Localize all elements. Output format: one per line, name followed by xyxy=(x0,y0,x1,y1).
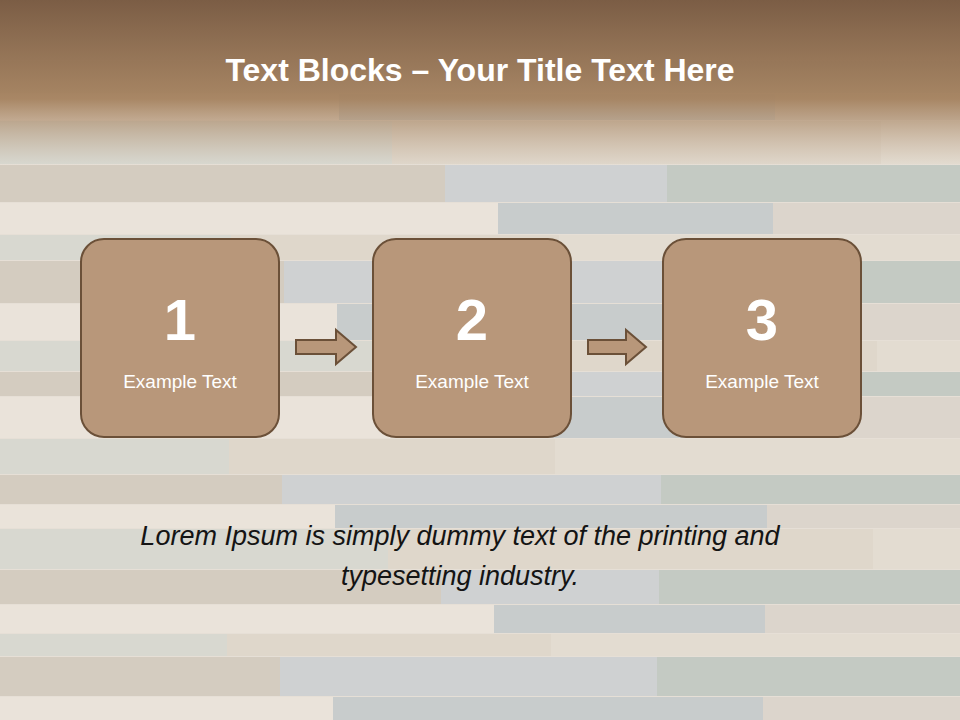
step-label: Example Text xyxy=(123,371,237,393)
step-number: 2 xyxy=(456,291,488,349)
block-arrow xyxy=(588,330,646,364)
slide-title: Text Blocks – Your Title Text Here xyxy=(0,52,960,89)
block-arrow xyxy=(296,330,356,364)
caption-text: Lorem Ipsum is simply dummy text of the … xyxy=(110,516,810,596)
step-label: Example Text xyxy=(705,371,819,393)
step-label: Example Text xyxy=(415,371,529,393)
step-box: 1Example Text xyxy=(80,238,280,438)
step-box: 3Example Text xyxy=(662,238,862,438)
step-box: 2Example Text xyxy=(372,238,572,438)
step-number: 1 xyxy=(164,291,196,349)
step-number: 3 xyxy=(746,291,778,349)
